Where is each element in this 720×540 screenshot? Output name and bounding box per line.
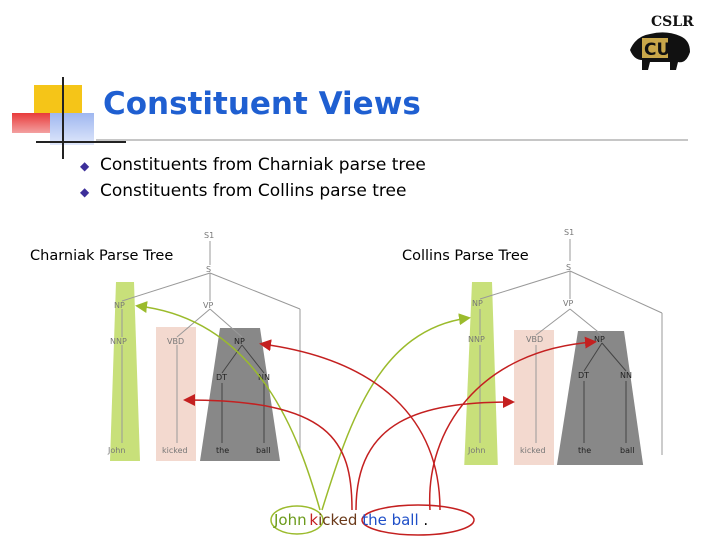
john-ellipse — [270, 505, 324, 535]
bullet-collins: ◆ Constituents from Collins parse tree — [80, 181, 406, 201]
np-highlight — [110, 282, 140, 461]
arrow-ball-to-charniak-np2 — [259, 339, 441, 511]
the-ball-ellipse — [361, 504, 475, 536]
tree-node-np2: NP — [234, 337, 245, 346]
tree-node-dt: DT — [578, 371, 589, 380]
diamond-bullet-icon: ◆ — [80, 159, 90, 173]
word-the-ball: the ball — [362, 511, 419, 529]
collins-parse-tree: S1 S NP VP NNP VBD NP DT NN John kicked … — [464, 228, 663, 465]
charniak-tree-label: Charniak Parse Tree — [30, 248, 174, 264]
arrow-john-to-charniak-np — [135, 301, 321, 511]
vbd-highlight — [156, 327, 196, 461]
bullet-charniak: ◆ Constituents from Charniak parse tree — [80, 155, 426, 175]
arrow-kicked-to-charniak-vbd — [183, 394, 353, 511]
tree-node-vbd: VBD — [526, 335, 543, 344]
np2-highlight — [556, 331, 644, 465]
arrow-john-to-collins-np — [321, 313, 471, 511]
bullet-text: Constituents from Collins parse tree — [100, 181, 407, 201]
np2-highlight — [200, 328, 280, 461]
logo-text: CSLR — [651, 14, 694, 30]
tree-node-s: S — [566, 263, 571, 272]
tree-word-the: the — [578, 446, 591, 455]
tree-node-s1: S1 — [564, 228, 574, 237]
word-john: John — [274, 511, 307, 529]
word-icked: icked — [318, 511, 358, 529]
tree-word-ball: ball — [620, 446, 634, 455]
tree-word-ball: ball — [256, 446, 270, 455]
arrow-ball-to-collins-np2 — [428, 336, 597, 511]
tree-node-nn: NN — [258, 373, 270, 382]
example-sentence: John kicked the ball . — [274, 511, 428, 529]
deco-horizontal-line — [36, 141, 126, 143]
tree-node-dt: DT — [216, 373, 227, 382]
vbd-highlight — [514, 330, 554, 465]
np-highlight — [464, 282, 498, 465]
diamond-bullet-icon: ◆ — [80, 185, 90, 199]
deco-vertical-line — [62, 77, 64, 159]
logo-mark: CU — [644, 40, 670, 60]
tree-node-vp: VP — [203, 301, 213, 310]
cslr-logo: CSLR CU — [630, 14, 694, 70]
tree-node-np2: NP — [594, 335, 605, 344]
tree-word-john: John — [467, 446, 485, 455]
tree-node-s: S — [206, 265, 211, 274]
word-period: . — [423, 511, 429, 529]
tree-word-kicked: kicked — [520, 446, 546, 455]
tree-node-nn: NN — [620, 371, 632, 380]
word-k: k — [309, 511, 319, 529]
tree-node-s1: S1 — [204, 231, 214, 240]
bullet-text: Constituents from Charniak parse tree — [100, 155, 426, 175]
charniak-parse-tree: S1 S NP VP NNP VBD NP DT NN John kicked … — [107, 231, 301, 461]
tree-node-nnp: NNP — [110, 337, 127, 346]
tree-node-np: NP — [114, 301, 125, 310]
title-underline — [96, 139, 688, 141]
tree-node-vbd: VBD — [167, 337, 184, 346]
tree-word-the: the — [216, 446, 229, 455]
tree-node-np: NP — [472, 299, 483, 308]
arrow-kicked-to-collins-vbd — [355, 396, 515, 511]
tree-word-kicked: kicked — [162, 446, 188, 455]
deco-blue-square — [50, 113, 94, 145]
deco-red-square — [12, 113, 50, 133]
collins-tree-label: Collins Parse Tree — [402, 248, 529, 264]
tree-node-nnp: NNP — [468, 335, 485, 344]
slide-title: Constituent Views — [103, 86, 421, 122]
tree-node-vp: VP — [563, 299, 573, 308]
tree-word-john: John — [107, 446, 125, 455]
